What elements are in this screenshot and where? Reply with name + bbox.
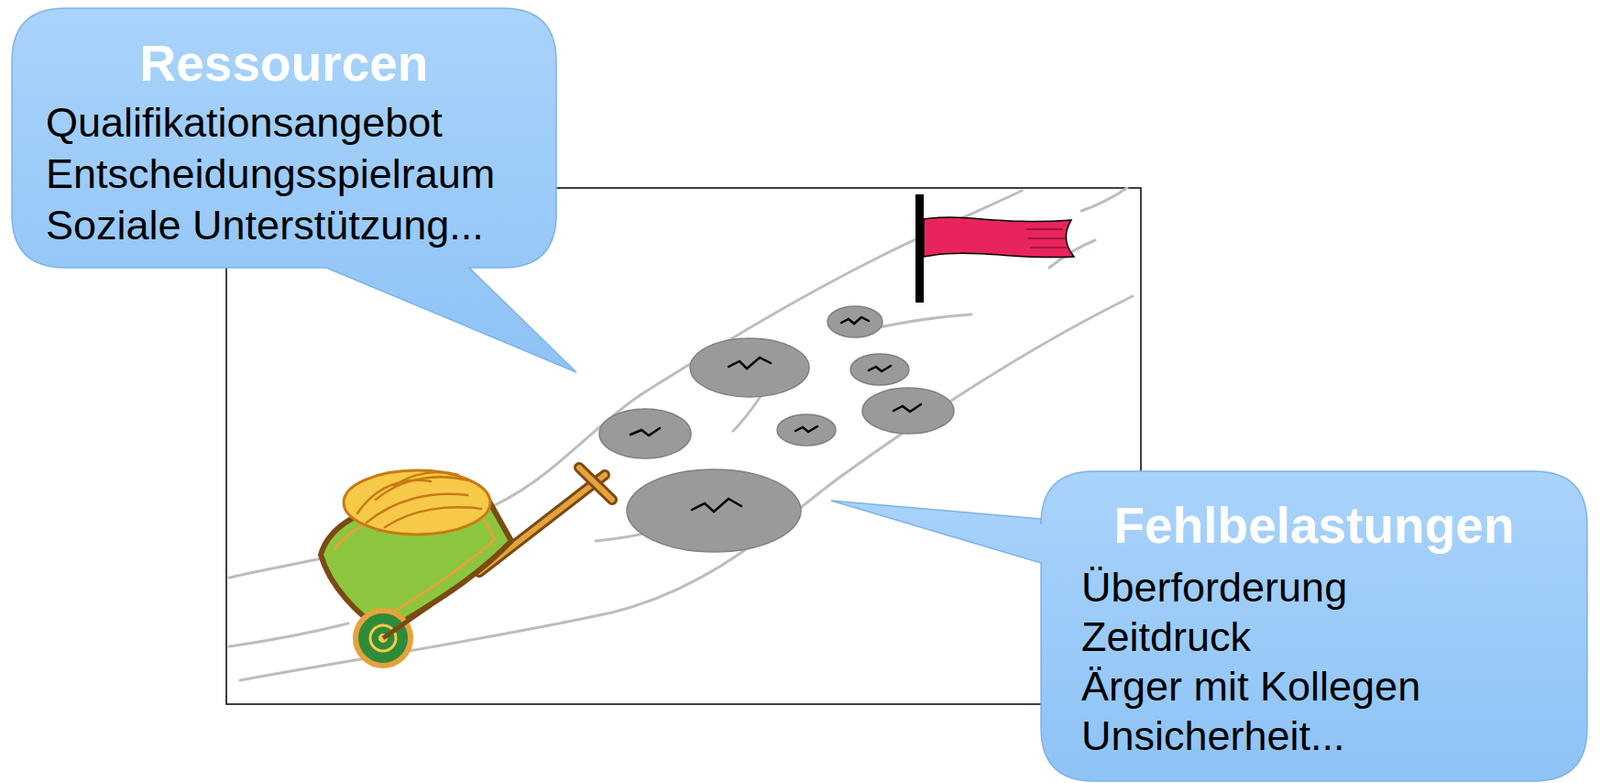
callout-item: Ärger mit Kollegen <box>1041 661 1588 712</box>
callout-item: Überforderung <box>1041 562 1588 613</box>
callout-item: Zeitdruck <box>1041 612 1588 662</box>
callout-bubble: RessourcenQualifikationsangebotEntscheid… <box>11 8 557 268</box>
callout-heading: Ressourcen <box>11 32 557 94</box>
callout-item: Entscheidungsspielraum <box>11 148 557 200</box>
flag <box>915 194 1074 303</box>
callout-item: Soziale Unterstützung... <box>11 199 557 252</box>
wheelbarrow <box>320 467 613 666</box>
rock-cracks <box>630 317 921 512</box>
bubble-shape <box>11 8 577 373</box>
callout-heading: Fehlbelastungen <box>1041 494 1588 556</box>
callout-bubble: FehlbelastungenÜberforderungZeitdruckÄrg… <box>1041 471 1588 781</box>
callout-item: Qualifikationsangebot <box>11 97 557 149</box>
callout-item: Unsicherheit... <box>1041 711 1588 761</box>
bubble-shape <box>831 471 1588 781</box>
